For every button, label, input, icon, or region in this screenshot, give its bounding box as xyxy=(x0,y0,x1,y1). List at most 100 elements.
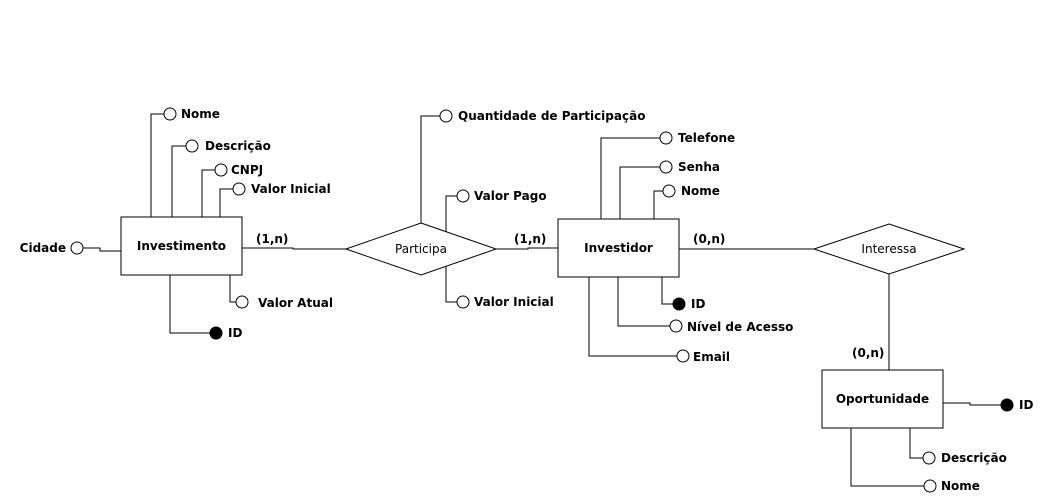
attribute-label: Valor Pago xyxy=(474,189,547,203)
line-participa-valor-inicial xyxy=(445,257,457,303)
relationship-interessa-diamond xyxy=(812,223,966,275)
line-investimento-valor-atual xyxy=(229,275,236,303)
line-investimento-id xyxy=(169,275,210,334)
line-investidor-senha xyxy=(619,166,660,219)
entity-investidor[interactable]: Investidor xyxy=(557,218,680,278)
relationship-participa-diamond xyxy=(344,222,498,276)
attribute-circle-icon xyxy=(676,349,690,363)
connector-lines xyxy=(83,113,1001,487)
attribute-circle-icon xyxy=(163,107,177,121)
key-attribute-icon xyxy=(1000,398,1014,412)
attribute-label: Senha xyxy=(678,160,720,174)
attribute-label: Email xyxy=(693,350,730,364)
attributes-investimento: Nome Descrição CNPJ Valor Inicial Cidade… xyxy=(20,107,333,340)
attribute-circle-icon xyxy=(214,163,228,177)
attribute-label: Cidade xyxy=(20,241,66,255)
attribute-circle-icon xyxy=(659,160,673,174)
attribute-circle-icon xyxy=(439,109,453,123)
attribute-label: Valor Atual xyxy=(258,296,333,310)
attributes-oportunidade: ID Descrição Nome xyxy=(922,398,1033,493)
cardinality-investimento-participa: (1,n) xyxy=(256,232,288,246)
attribute-investidor-telefone[interactable]: Telefone xyxy=(659,131,735,145)
attribute-investidor-nivel-acesso[interactable]: Nível de Acesso xyxy=(669,319,793,334)
attribute-investimento-valor-inicial[interactable]: Valor Inicial xyxy=(232,182,331,196)
attribute-label: ID xyxy=(1019,398,1033,412)
attribute-oportunidade-id[interactable]: ID xyxy=(1000,398,1033,412)
relationship-interessa[interactable]: Interessa xyxy=(812,223,966,275)
attribute-investimento-valor-atual[interactable]: Valor Atual xyxy=(235,295,333,310)
cardinality-investidor-interessa: (0,n) xyxy=(693,232,725,246)
attribute-circle-icon xyxy=(923,479,937,493)
entity-investimento-label: Investimento xyxy=(137,239,226,253)
attribute-label: ID xyxy=(228,326,242,340)
line-investidor-telefone xyxy=(600,137,660,219)
line-participa-valor-pago xyxy=(445,195,457,241)
attribute-investidor-id[interactable]: ID xyxy=(672,297,705,311)
attribute-label: Telefone xyxy=(678,131,735,145)
attribute-investidor-nome[interactable]: Nome xyxy=(662,184,720,198)
entity-investidor-box xyxy=(557,218,680,278)
line-participa-investidor xyxy=(496,247,558,250)
attribute-participa-valor-inicial[interactable]: Valor Inicial xyxy=(456,295,554,309)
attribute-label: Quantidade de Participação xyxy=(458,109,645,123)
attribute-circle-icon xyxy=(669,319,683,333)
attribute-circle-icon xyxy=(456,295,470,309)
attribute-circle-icon xyxy=(70,241,84,255)
attribute-circle-icon xyxy=(922,451,936,465)
line-investimento-cnpj xyxy=(201,169,215,217)
line-investimento-cidade xyxy=(83,247,121,252)
attribute-investidor-senha[interactable]: Senha xyxy=(659,160,720,174)
attribute-circle-icon xyxy=(232,182,246,196)
attribute-label: Nível de Acesso xyxy=(687,320,793,334)
entity-investidor-label: Investidor xyxy=(584,241,653,255)
attribute-participa-valor-pago[interactable]: Valor Pago xyxy=(456,189,547,203)
line-investimento-nome xyxy=(150,113,164,217)
line-investimento-descricao xyxy=(171,145,186,217)
entity-oportunidade-label: Oportunidade xyxy=(836,392,929,406)
key-attribute-icon xyxy=(209,326,223,340)
line-oportunidade-id xyxy=(943,402,1001,406)
cardinality-interessa-oportunidade: (0,n) xyxy=(852,346,884,360)
line-investidor-id xyxy=(661,277,673,305)
line-investidor-nivel xyxy=(617,277,670,327)
attribute-label: CNPJ xyxy=(231,163,263,177)
attribute-label: Nome xyxy=(681,184,720,198)
attribute-label: Valor Inicial xyxy=(251,182,331,196)
line-investimento-participa xyxy=(242,247,346,250)
attribute-investimento-nome[interactable]: Nome xyxy=(163,107,220,121)
entity-oportunidade[interactable]: Oportunidade xyxy=(821,369,944,429)
line-oportunidade-descricao xyxy=(909,428,923,459)
line-investimento-valor-inicial xyxy=(219,188,233,217)
relationship-interessa-label: Interessa xyxy=(861,242,916,256)
attribute-circle-icon xyxy=(659,131,673,145)
cardinality-labels: (1,n) (1,n) (0,n) (0,n) xyxy=(256,232,884,360)
attribute-participa-quantidade[interactable]: Quantidade de Participação xyxy=(439,109,645,123)
relationship-participa-label: Participa xyxy=(395,242,447,256)
attribute-investimento-descricao[interactable]: Descrição xyxy=(185,139,271,153)
relationship-participa[interactable]: Participa xyxy=(344,222,498,276)
entity-investimento-box xyxy=(120,216,243,276)
attribute-circle-icon xyxy=(456,189,470,203)
attribute-investimento-cnpj[interactable]: CNPJ xyxy=(214,163,263,177)
line-investidor-nome xyxy=(653,190,663,219)
attribute-investimento-id[interactable]: ID xyxy=(209,326,242,340)
attribute-label: Nome xyxy=(941,479,980,493)
cardinality-participa-investidor: (1,n) xyxy=(514,232,546,246)
attribute-label: ID xyxy=(691,297,705,311)
attribute-label: Descrição xyxy=(941,451,1007,465)
entity-oportunidade-box xyxy=(821,369,944,429)
attribute-label: Valor Inicial xyxy=(474,295,554,309)
attribute-investimento-cidade[interactable]: Cidade xyxy=(20,241,84,255)
key-attribute-icon xyxy=(672,297,686,311)
entity-investimento[interactable]: Investimento xyxy=(120,216,243,276)
attribute-circle-icon xyxy=(185,139,199,153)
attribute-label: Nome xyxy=(181,107,220,121)
attribute-investidor-email[interactable]: Email xyxy=(676,349,730,364)
attribute-oportunidade-descricao[interactable]: Descrição xyxy=(922,451,1007,465)
attributes-investidor: Telefone Senha Nome ID Nível de Acesso E… xyxy=(659,131,793,364)
line-oportunidade-nome xyxy=(850,428,924,487)
attributes-participa: Quantidade de Participação Valor Pago Va… xyxy=(439,109,645,309)
attribute-label: Descrição xyxy=(205,139,271,153)
attribute-oportunidade-nome[interactable]: Nome xyxy=(923,479,980,493)
